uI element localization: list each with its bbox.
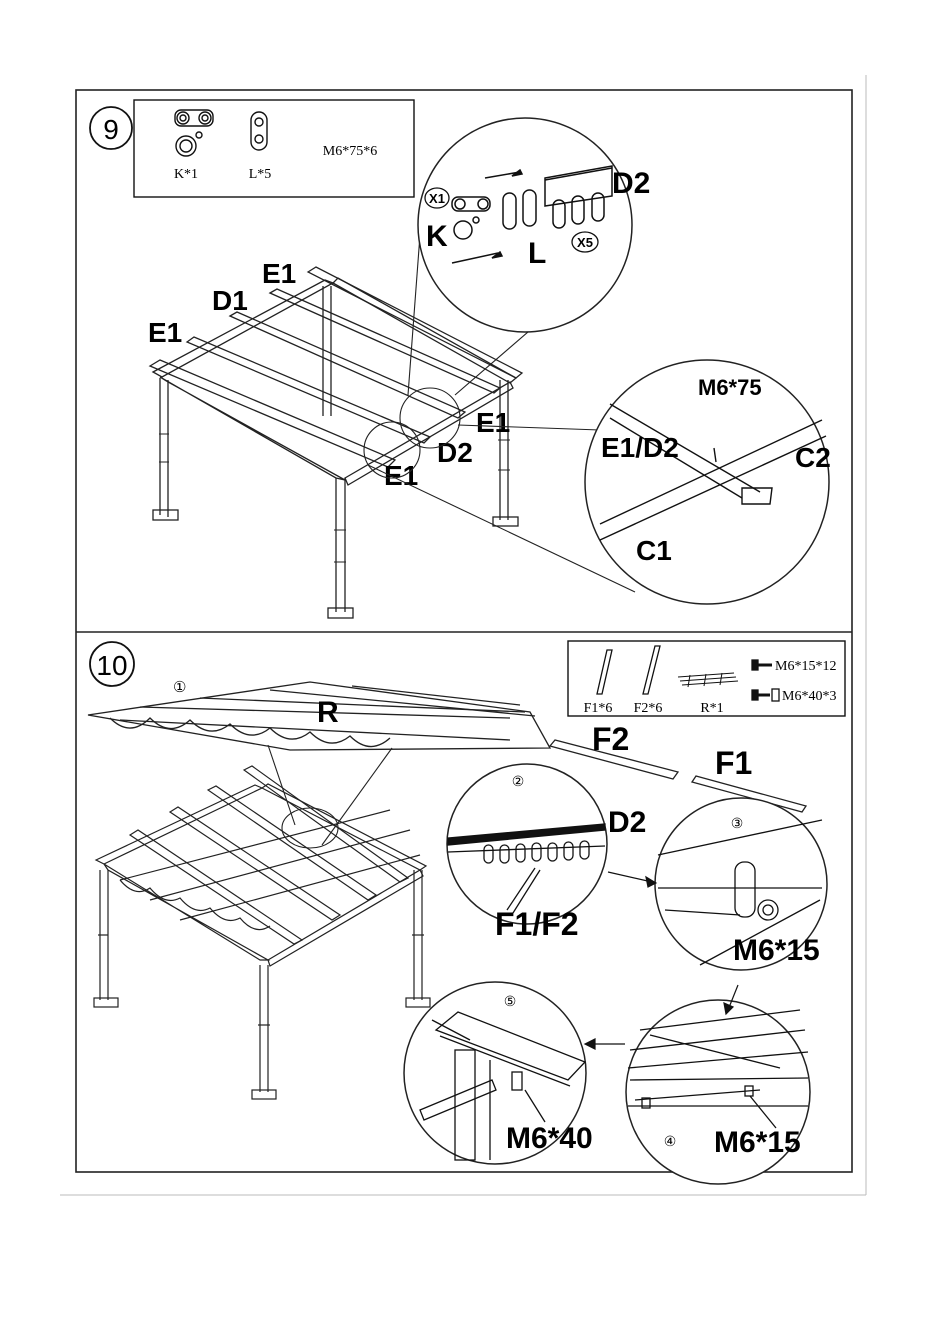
zoom-right-c2: C2 xyxy=(795,442,831,473)
part-f2-label: F2*6 xyxy=(634,701,663,716)
zoom-top-k: K xyxy=(426,220,448,253)
detail-5: ⑤ M6*40 xyxy=(404,982,593,1164)
label-d1: D1 xyxy=(212,285,248,316)
label-f2: F2 xyxy=(592,721,629,757)
label-e1-left: E1 xyxy=(148,317,182,348)
part-f1-label: F1*6 xyxy=(584,701,613,716)
detail-2-f: F1/F2 xyxy=(495,906,579,942)
bolt-m6-15-icon xyxy=(752,660,772,670)
bolt-m6-40-icon xyxy=(752,689,779,701)
label-e1-top: E1 xyxy=(262,258,296,289)
detail-4: ④ M6*15 xyxy=(626,1000,810,1184)
zoom-detail-top: D2 K L X1 X5 xyxy=(418,118,650,332)
step-9-section: 9 K*1 L*5 M6*75*6 xyxy=(90,100,831,618)
canopy-r-icon xyxy=(678,673,738,687)
detail-2: ② D2 F1/F2 xyxy=(447,764,646,942)
parts-list-box: F1*6 F2*6 R*1 M6*15*12 M6*40*3 xyxy=(568,641,845,716)
zoom-top-l: L xyxy=(528,237,546,270)
label-d2: D2 xyxy=(437,437,473,468)
detail-2-d2: D2 xyxy=(608,806,646,839)
zoom-right-c1: C1 xyxy=(636,535,672,566)
detail-4-bolt: M6*15 xyxy=(714,1126,801,1159)
label-r: R xyxy=(317,696,339,729)
detail-4-number: ④ xyxy=(664,1135,677,1150)
detail-3: ③ M6*15 xyxy=(655,798,827,970)
zoom-top-x5: X5 xyxy=(577,235,593,250)
zoom-right-beam: E1/D2 xyxy=(601,432,679,463)
canopy-callout xyxy=(268,745,392,848)
part-r-label: R*1 xyxy=(700,701,723,716)
pergola-with-canopy-drawing xyxy=(94,766,430,1099)
step-number: 9 xyxy=(103,114,119,145)
label-e1-right: E1 xyxy=(476,407,510,438)
label-f1: F1 xyxy=(715,745,752,781)
parts-list-box: K*1 L*5 M6*75*6 xyxy=(134,100,414,197)
part-k-label: K*1 xyxy=(174,167,198,182)
zoom-detail-right: M6*75 E1/D2 C2 C1 xyxy=(585,360,831,604)
detail-2-number: ② xyxy=(512,775,525,790)
part-bolt-label: M6*75*6 xyxy=(323,144,377,159)
detail-3-number: ③ xyxy=(731,817,744,832)
label-circle-1: ① xyxy=(173,680,186,696)
part-k-icon xyxy=(175,110,213,156)
step-number: 10 xyxy=(96,650,127,681)
part-l-label: L*5 xyxy=(249,167,272,182)
part-m6-40-label: M6*40*3 xyxy=(782,689,836,704)
detail-3-bolt: M6*15 xyxy=(733,934,820,967)
step-10-section: 10 xyxy=(88,641,845,1184)
detail-5-bolt: M6*40 xyxy=(506,1122,593,1155)
rod-f2-icon xyxy=(643,646,660,694)
rod-f1-icon xyxy=(597,650,612,694)
zoom-top-d2: D2 xyxy=(612,167,650,200)
zoom-right-bolt: M6*75 xyxy=(698,375,762,400)
part-m6-15-label: M6*15*12 xyxy=(775,659,836,674)
detail-5-number: ⑤ xyxy=(504,995,517,1010)
part-l-icon xyxy=(251,112,267,150)
zoom-top-x1: X1 xyxy=(429,191,445,206)
